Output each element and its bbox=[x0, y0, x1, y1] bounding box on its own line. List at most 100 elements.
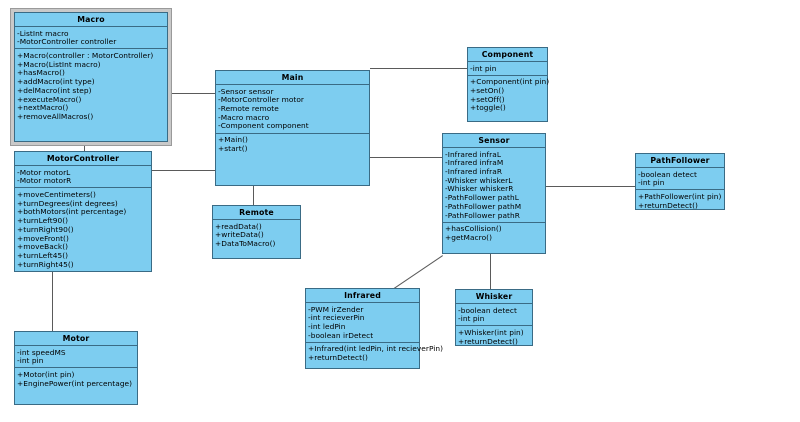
attribute: -int ledPin bbox=[308, 322, 346, 331]
attribute: -MotorController controller bbox=[17, 37, 117, 47]
operation: +returnDetect() bbox=[458, 336, 518, 346]
operation: +Infrared(int ledPin, int recieverPin) bbox=[308, 344, 444, 354]
class-pathfollower[interactable]: PathFollower -boolean detect -int pin +P… bbox=[635, 153, 725, 210]
operation: +Motor(int pin) bbox=[17, 370, 75, 379]
class-remote[interactable]: Remote +readData() +writeData() +DataToM… bbox=[212, 205, 301, 259]
attributes-whisker: -boolean detect -int pin bbox=[456, 304, 532, 327]
attribute: -PWM irZender bbox=[308, 304, 364, 314]
class-macro[interactable]: Macro -ListInt macro -MotorController co… bbox=[14, 12, 168, 142]
class-infrared[interactable]: Infrared -PWM irZender -int recieverPin … bbox=[305, 288, 444, 369]
attributes-pathfollower: -boolean detect -int pin bbox=[636, 168, 724, 191]
operations-component: +Component(int pin) +setOn() +setOff() +… bbox=[468, 76, 550, 115]
attribute: -Whisker whiskerR bbox=[445, 184, 514, 194]
class-name-infrared: Infrared bbox=[306, 289, 419, 303]
operations-remote: +readData() +writeData() +DataToMacro() bbox=[213, 220, 300, 250]
operations-main: +Main() +start() bbox=[216, 134, 369, 155]
attribute: -Remote remote bbox=[218, 104, 279, 113]
operation: +start() bbox=[218, 143, 248, 153]
class-name-component: Component bbox=[468, 48, 547, 62]
edge-sensor-whisker bbox=[490, 254, 491, 289]
attributes-motor: -int speedMS -int pin bbox=[15, 346, 137, 369]
operation: +moveCentimeters() bbox=[17, 190, 96, 199]
attribute: -int pin bbox=[458, 314, 485, 324]
attribute: -Infrared infraM bbox=[445, 158, 504, 168]
attribute: -boolean irDetect bbox=[308, 330, 374, 340]
operation: +DataToMacro() bbox=[215, 239, 276, 248]
class-name-remote: Remote bbox=[213, 206, 300, 220]
attribute: -MotorController motor bbox=[218, 95, 305, 105]
attribute: -PathFollower pathM bbox=[445, 201, 522, 211]
attribute: -Sensor sensor bbox=[218, 86, 274, 96]
edge-motorcontroller-motor bbox=[52, 272, 53, 331]
attribute: -PathFollower pathR bbox=[445, 210, 520, 220]
edge-macro-motorcontroller bbox=[84, 144, 85, 151]
attribute: -Component component bbox=[218, 121, 309, 131]
operation: +Macro(controller : MotorController) bbox=[17, 51, 154, 60]
operations-pathfollower: +PathFollower(int pin) +returnDetect() bbox=[636, 190, 724, 211]
attribute: -int recieverPin bbox=[308, 313, 365, 323]
attributes-component: -int pin bbox=[468, 62, 547, 76]
operation: +writeData() bbox=[215, 230, 264, 240]
operation: +PathFollower(int pin) bbox=[638, 192, 722, 201]
operation: +EnginePower(int percentage) bbox=[17, 378, 133, 388]
operation: +moveFront() bbox=[17, 233, 69, 243]
attribute: -Whisker whiskerL bbox=[445, 175, 513, 185]
attribute: -int pin bbox=[470, 63, 497, 73]
attribute: -int pin bbox=[638, 178, 665, 188]
operations-motor: +Motor(int pin) +EnginePower(int percent… bbox=[15, 368, 137, 389]
operation: +nextMacro() bbox=[17, 103, 69, 113]
operation: +returnDetect() bbox=[638, 200, 698, 210]
class-component[interactable]: Component -int pin +Component(int pin) +… bbox=[467, 47, 550, 122]
edge-main-component bbox=[370, 68, 467, 69]
edge-motorcontroller-main bbox=[152, 170, 215, 171]
operation: +turnLeft90() bbox=[17, 216, 69, 226]
operation: +hasCollision() bbox=[445, 224, 502, 234]
class-sensor[interactable]: Sensor -Infrared infraL -Infrared infraM… bbox=[442, 133, 546, 254]
attributes-motorcontroller: -Motor motorL -Motor motorR bbox=[15, 166, 151, 189]
edge-macro-main bbox=[171, 93, 215, 94]
operation: +bothMotors(int percentage) bbox=[17, 207, 127, 217]
attributes-main: -Sensor sensor -MotorController motor -R… bbox=[216, 85, 369, 134]
class-name-main: Main bbox=[216, 71, 369, 85]
attribute: -PathFollower pathL bbox=[445, 193, 519, 203]
operation: +Main() bbox=[218, 135, 248, 145]
attribute: -int speedMS bbox=[17, 347, 66, 357]
operation: +setOff() bbox=[470, 94, 505, 104]
class-name-sensor: Sensor bbox=[443, 134, 545, 148]
attributes-infrared: -PWM irZender -int recieverPin -int ledP… bbox=[306, 303, 419, 343]
class-whisker[interactable]: Whisker -boolean detect -int pin +Whiske… bbox=[455, 289, 533, 346]
operation: +addMacro(int type) bbox=[17, 77, 95, 87]
operation: +turnDegrees(int degrees) bbox=[17, 198, 118, 208]
edge-main-remote bbox=[253, 186, 254, 205]
operation: +turnRight45() bbox=[17, 259, 74, 269]
class-motorcontroller[interactable]: MotorController -Motor motorL -Motor mot… bbox=[14, 151, 152, 272]
operation: +delMacro(int step) bbox=[17, 85, 92, 95]
attribute: -Infrared infraL bbox=[445, 149, 501, 159]
attribute: -Motor motorR bbox=[17, 176, 72, 186]
operation: +getMacro() bbox=[445, 233, 493, 243]
class-main[interactable]: Main -Sensor sensor -MotorController mot… bbox=[215, 70, 370, 186]
operations-motorcontroller: +moveCentimeters() +turnDegrees(int degr… bbox=[15, 188, 151, 271]
operation: +Macro(ListInt macro) bbox=[17, 59, 101, 69]
class-name-whisker: Whisker bbox=[456, 290, 532, 304]
attribute: -boolean detect bbox=[638, 169, 697, 179]
class-name-pathfollower: PathFollower bbox=[636, 154, 724, 168]
attributes-sensor: -Infrared infraL -Infrared infraM -Infra… bbox=[443, 148, 545, 223]
class-motor[interactable]: Motor -int speedMS -int pin +Motor(int p… bbox=[14, 331, 138, 405]
operations-macro: +Macro(controller : MotorController) +Ma… bbox=[15, 49, 167, 123]
operation: +toggle() bbox=[470, 103, 506, 113]
operation: +turnRight90() bbox=[17, 224, 74, 234]
operation: +Whisker(int pin) bbox=[458, 328, 524, 337]
attribute: -Macro macro bbox=[218, 112, 270, 122]
operations-sensor: +hasCollision() +getMacro() bbox=[443, 223, 545, 244]
operation: +Component(int pin) bbox=[470, 77, 550, 87]
attributes-macro: -ListInt macro -MotorController controll… bbox=[15, 27, 167, 50]
attribute: -int pin bbox=[17, 356, 44, 366]
operations-infrared: +Infrared(int ledPin, int recieverPin) +… bbox=[306, 343, 444, 364]
attribute: -ListInt macro bbox=[17, 28, 69, 38]
attribute: -Infrared infraR bbox=[445, 167, 503, 176]
operation: +returnDetect() bbox=[308, 353, 368, 363]
class-name-motorcontroller: MotorController bbox=[15, 152, 151, 166]
operation: +removeAllMacros() bbox=[17, 112, 94, 122]
operation: +executeMacro() bbox=[17, 94, 82, 104]
